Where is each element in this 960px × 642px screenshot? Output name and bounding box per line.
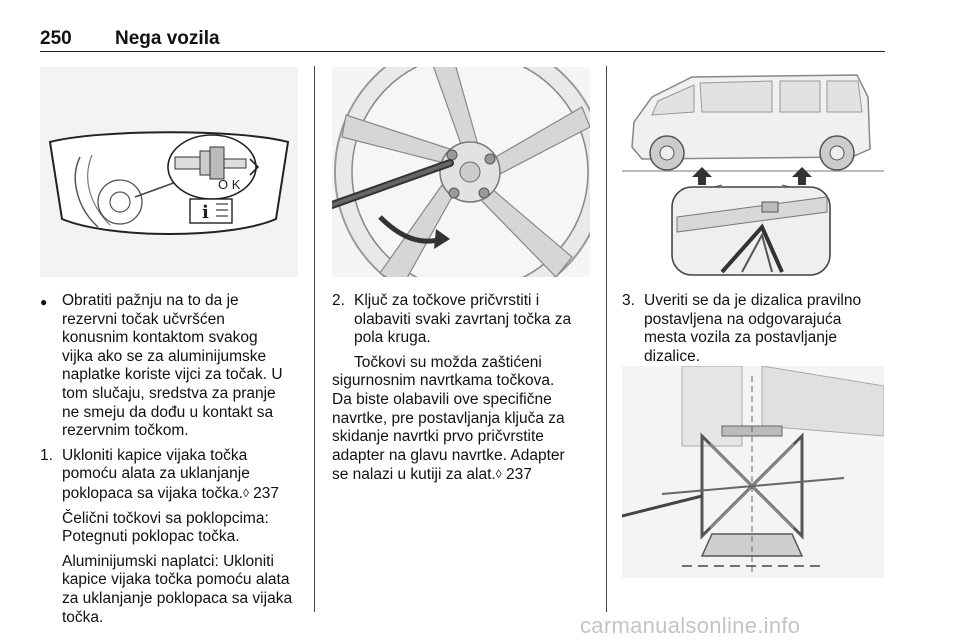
page-reference-icon: ◊ xyxy=(495,467,502,482)
step-3-line: dizalice. xyxy=(644,347,700,365)
steel-wheels-note: Čelični točkovi sa poklopcima: Potegnuti… xyxy=(62,509,269,546)
locking-nuts-note: Točkovi su možda zaštićeni sigurnosnim n… xyxy=(332,353,565,484)
bullet-line: tom slučaju, sredstva za pranje xyxy=(62,384,276,402)
page-reference-icon: ◊ xyxy=(242,485,249,500)
step-3-number: 3. xyxy=(622,292,635,309)
step-1-item: 1. Ukloniti kapice vijaka točka pomoću a… xyxy=(40,447,304,504)
column-1-text: ● Obratiti pažnju na to da je rezervni t… xyxy=(40,292,304,627)
step-3-line: Uveriti se da je dizalica pravilno xyxy=(644,292,862,309)
step-2-line: olabaviti svaki zavrtanj točka za xyxy=(354,310,572,328)
step-1-number: 1. xyxy=(40,446,53,464)
spare-wheel-label-figure: O K i xyxy=(40,67,298,277)
figure-label-ok: O K xyxy=(218,177,241,192)
wheel-wrench-figure xyxy=(332,67,590,277)
alloy-wheels-note: Aluminijumski naplatci: Ukloniti kapice … xyxy=(62,552,293,626)
column-divider-right xyxy=(606,66,607,612)
column-divider-left xyxy=(314,66,315,612)
step-1-ref-line: poklopaca sa vijaka točka.◊ 237 xyxy=(62,484,280,502)
bullet-line: naplatke koriste vijci za točak. U xyxy=(62,366,283,384)
svg-text:i: i xyxy=(202,202,209,223)
step-1-line: Ukloniti kapice vijaka točka xyxy=(62,446,248,464)
step-1-line: pomoću alata za uklanjanje xyxy=(62,465,250,483)
page-reference: 237 xyxy=(501,466,532,484)
column-2-text: 2. Ključ za točkove pričvrstiti i olabav… xyxy=(332,292,598,485)
step-3-line: postavljena na odgovarajuća xyxy=(644,310,842,328)
step-2-item: 2. Ključ za točkove pričvrstiti i olabav… xyxy=(332,292,598,348)
bullet-line: ne smeju da dođu u kontakt sa xyxy=(62,403,274,421)
watermark: carmanualsonline.info xyxy=(580,613,801,638)
step-3-line: mesta vozila za postavljanje xyxy=(644,329,837,347)
step-2-line: pola kruga. xyxy=(354,329,431,347)
vehicle-jacking-points-figure xyxy=(622,67,884,277)
bullet-line: Obratiti pažnju na to da je xyxy=(62,292,239,309)
bullet-line: konusnim kontaktom svakog xyxy=(62,329,258,347)
scissor-jack-figure xyxy=(622,366,884,578)
bullet-marker: ● xyxy=(40,295,48,309)
bullet-line: rezervni točak učvršćen xyxy=(62,310,225,328)
page-reference: 237 xyxy=(248,484,280,502)
step-2-number: 2. xyxy=(332,292,345,309)
step-2-line: Ključ za točkove pričvrstiti i xyxy=(354,292,540,309)
bullet-line: rezervnim točkom. xyxy=(62,422,189,440)
page-number: 250 xyxy=(40,28,72,49)
column-3-text: 3. Uveriti se da je dizalica pravilno po… xyxy=(622,292,884,366)
bullet-list-item: ● Obratiti pažnju na to da je rezervni t… xyxy=(40,292,304,441)
step-3-item: 3. Uveriti se da je dizalica pravilno po… xyxy=(622,292,884,366)
page-header: 250 Nega vozila xyxy=(40,26,885,52)
bullet-line: vijka ako se za aluminijumske xyxy=(62,347,267,365)
section-title: Nega vozila xyxy=(115,28,220,49)
